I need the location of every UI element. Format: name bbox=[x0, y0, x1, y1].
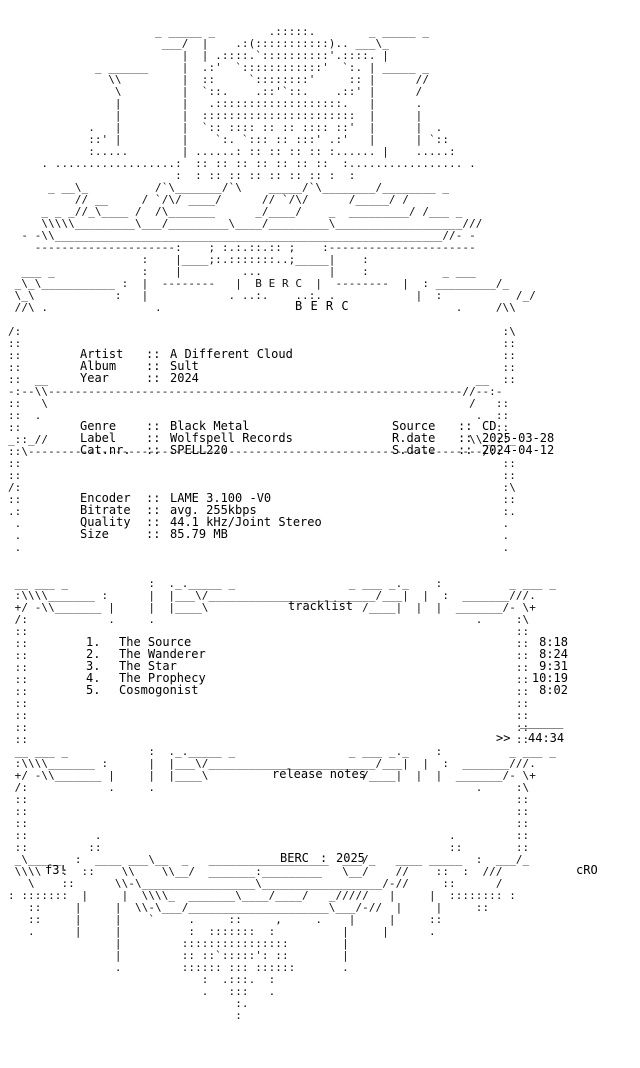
genre-value: Black Metal bbox=[170, 419, 250, 433]
source-sep: :: bbox=[458, 419, 473, 433]
label-label: Label bbox=[80, 431, 117, 445]
year-sep: :: bbox=[146, 371, 161, 385]
sdate-sep: :: bbox=[458, 443, 473, 457]
footer-year: 2025 bbox=[336, 851, 365, 865]
artist-value: A Different Cloud bbox=[170, 347, 293, 361]
bitrate-label: Bitrate bbox=[80, 503, 131, 517]
catnr-value: SPELL220 bbox=[170, 443, 228, 457]
artist-sep: :: bbox=[146, 347, 161, 361]
track-length: 8:18 bbox=[539, 635, 568, 649]
rdate-sep: :: bbox=[458, 431, 473, 445]
track-number: 1. bbox=[86, 635, 101, 649]
size-label: Size bbox=[80, 527, 109, 541]
sdate-label: S.date bbox=[392, 443, 436, 457]
track-length: 9:31 bbox=[539, 659, 568, 673]
track-number: 5. bbox=[86, 683, 101, 697]
track-length: 8:02 bbox=[539, 683, 568, 697]
size-row: Size :: 85.79 MB bbox=[80, 528, 228, 540]
quality-label: Quality bbox=[80, 515, 131, 529]
bitrate-row: Bitrate :: avg. 255kbps bbox=[80, 504, 257, 516]
source-value: CD bbox=[482, 419, 497, 433]
genre-sep: :: bbox=[146, 419, 161, 433]
genre-row: Genre :: Black Metal bbox=[80, 420, 249, 432]
ascii-frame-tracklist: __ ___ _ : ._._____ _ _ ___ _._ : _ ___ … bbox=[14, 577, 556, 746]
label-row: Label :: Wolfspell Records bbox=[80, 432, 293, 444]
encoder-sep: :: bbox=[146, 491, 161, 505]
track-number: 2. bbox=[86, 647, 101, 661]
footer-crew: BERC bbox=[280, 851, 309, 865]
ascii-logo-art: _ _____ _ .:::::. _ _____ _ ___/ | .:(::… bbox=[14, 25, 536, 314]
track-item: 2. The Wanderer 8:24 bbox=[86, 648, 568, 660]
track-length: 10:19 bbox=[531, 671, 568, 685]
rdate-row: R.date :: 2025-03-28 bbox=[392, 432, 554, 444]
ascii-frame-info: /: :\ :: :: :: bbox=[8, 325, 516, 554]
footer-tag-left: f3! bbox=[45, 863, 67, 877]
encoder-label: Encoder bbox=[80, 491, 131, 505]
catnr-row: Cat.nr. :: SPELL220 bbox=[80, 444, 228, 456]
quality-row: Quality :: 44.1 kHz/Joint Stereo bbox=[80, 516, 322, 528]
track-item: 1. The Source 8:18 bbox=[86, 636, 568, 648]
track-item: 5. Cosmogonist 8:02 bbox=[86, 684, 568, 696]
album-sep: :: bbox=[146, 359, 161, 373]
total-length: 44:34 bbox=[528, 731, 565, 745]
catnr-sep: :: bbox=[146, 443, 161, 457]
ascii-footer-art: _\_____ : ____ ___\__ _ ________________… bbox=[8, 853, 530, 1022]
source-row: Source :: CD bbox=[392, 420, 496, 432]
track-title: The Source bbox=[119, 635, 192, 649]
header-crew: B E R C bbox=[295, 299, 350, 313]
genre-label: Genre bbox=[80, 419, 117, 433]
total-rule: ______ bbox=[520, 715, 564, 729]
total-marker: >> bbox=[496, 731, 511, 745]
track-title: The Wanderer bbox=[119, 647, 206, 661]
release-notes-title: release notes bbox=[272, 767, 366, 781]
track-item: 3. The Star 9:31 bbox=[86, 660, 568, 672]
size-value: 85.79 MB bbox=[170, 527, 228, 541]
track-title: The Prophecy bbox=[119, 671, 206, 685]
quality-value: 44.1 kHz/Joint Stereo bbox=[170, 515, 322, 529]
year-row: Year :: 2024 bbox=[80, 372, 199, 384]
footer-tag-right: cRO bbox=[576, 863, 598, 877]
footer-divider: : bbox=[320, 851, 328, 865]
quality-sep: :: bbox=[146, 515, 161, 529]
sdate-value: 2024-04-12 bbox=[482, 443, 555, 457]
year-value: 2024 bbox=[170, 371, 199, 385]
artist-row: Artist :: A Different Cloud bbox=[80, 348, 293, 360]
track-item: 4. The Prophecy 10:19 bbox=[86, 672, 568, 684]
tracklist-title: tracklist bbox=[288, 599, 354, 613]
label-value: Wolfspell Records bbox=[170, 431, 293, 445]
track-number: 4. bbox=[86, 671, 101, 685]
album-row: Album :: Sult bbox=[80, 360, 199, 372]
sdate-row: S.date :: 2024-04-12 bbox=[392, 444, 554, 456]
label-sep: :: bbox=[146, 431, 161, 445]
rdate-label: R.date bbox=[392, 431, 436, 445]
size-sep: :: bbox=[146, 527, 161, 541]
catnr-label: Cat.nr. bbox=[80, 443, 131, 457]
album-value: Sult bbox=[170, 359, 199, 373]
album-label: Album bbox=[80, 359, 117, 373]
source-label: Source bbox=[392, 419, 436, 433]
ascii-frame-notes: __ ___ _ : ._._____ _ _ ___ _._ : _ ___ … bbox=[14, 745, 556, 854]
track-number: 3. bbox=[86, 659, 101, 673]
track-title: Cosmogonist bbox=[119, 683, 199, 697]
year-label: Year bbox=[80, 371, 109, 385]
encoder-value: LAME 3.100 -V0 bbox=[170, 491, 272, 505]
bitrate-value: avg. 255kbps bbox=[170, 503, 257, 517]
rdate-value: 2025-03-28 bbox=[482, 431, 555, 445]
track-length: 8:24 bbox=[539, 647, 568, 661]
encoder-row: Encoder :: LAME 3.100 -V0 bbox=[80, 492, 271, 504]
artist-label: Artist bbox=[80, 347, 124, 361]
track-title: The Star bbox=[119, 659, 177, 673]
bitrate-sep: :: bbox=[146, 503, 161, 517]
